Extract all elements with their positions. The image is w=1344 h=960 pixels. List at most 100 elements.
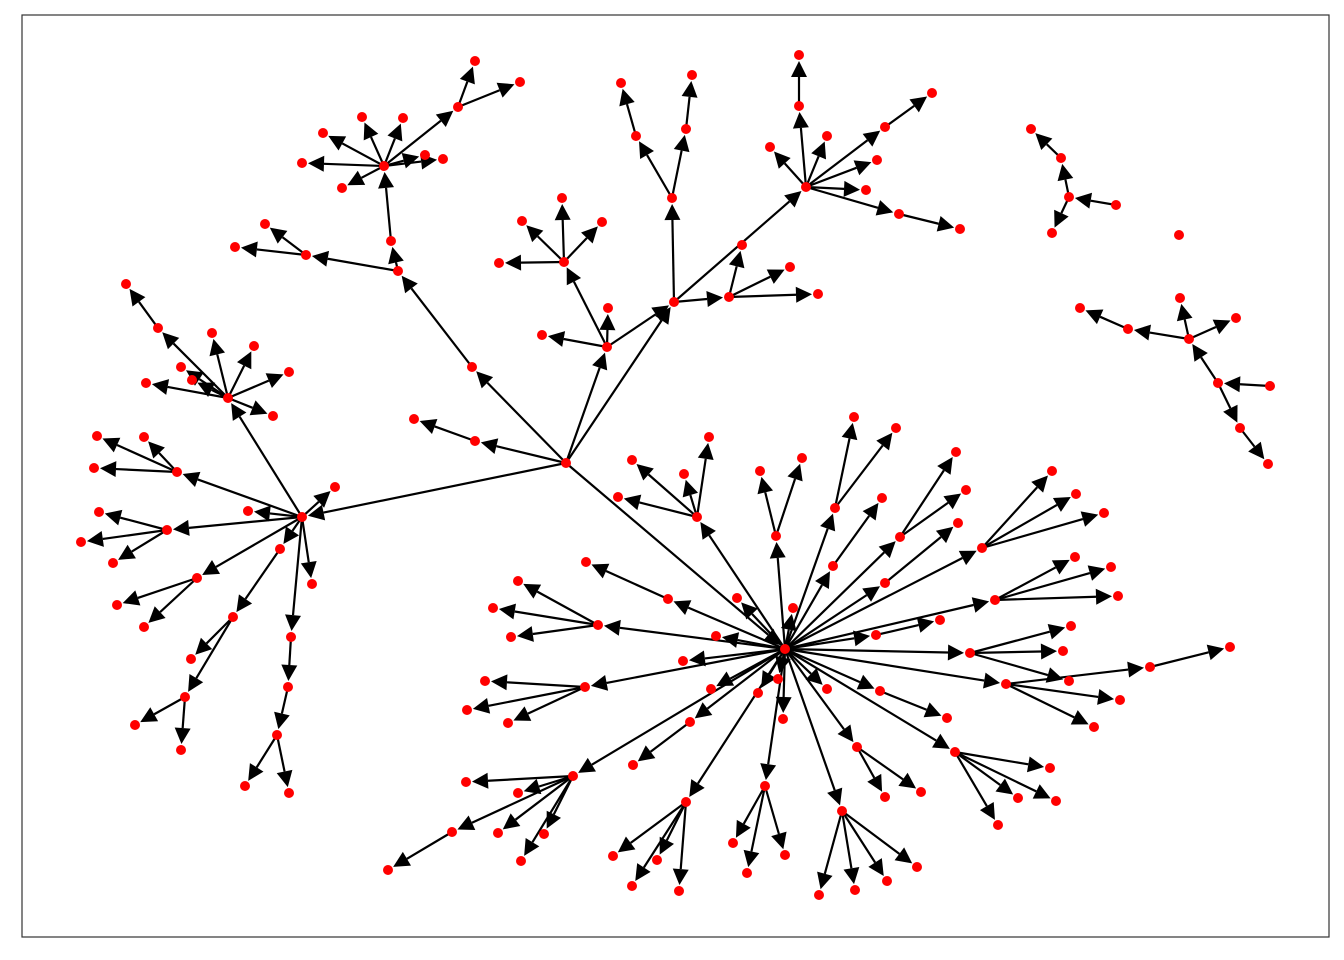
edge [159, 577, 198, 613]
graph-node [875, 686, 885, 696]
graph-node [260, 219, 270, 229]
edge [457, 89, 501, 109]
graph-node [627, 881, 637, 891]
edge [981, 518, 1084, 550]
arrowhead [249, 400, 268, 416]
edge [514, 775, 574, 821]
graph-node [1145, 662, 1155, 672]
arrowhead [182, 471, 201, 487]
edge [506, 681, 586, 689]
edge [840, 810, 853, 869]
edge [981, 486, 1039, 549]
arrowhead [837, 724, 854, 743]
edge [841, 810, 901, 855]
edge [751, 613, 786, 650]
edge [783, 162, 807, 188]
graph-node [773, 674, 783, 684]
edge [639, 501, 698, 519]
graph-node [1174, 230, 1184, 240]
edge [1239, 383, 1271, 388]
graph-node [852, 742, 862, 752]
graph-node [628, 760, 638, 770]
arrowhead [388, 246, 404, 265]
graph-node [850, 885, 860, 895]
graph-node [1099, 508, 1109, 518]
arrowhead [743, 849, 760, 868]
graph-node [801, 182, 811, 192]
graph-node [674, 886, 684, 896]
edge [520, 260, 565, 264]
graph-node [814, 890, 824, 900]
graph-node [849, 412, 859, 422]
edge [804, 155, 820, 188]
graph-node [383, 865, 393, 875]
graph-node [608, 851, 618, 861]
arrowhead [697, 442, 714, 460]
arrowhead [209, 338, 226, 357]
edge [565, 462, 769, 636]
plot-frame [21, 14, 1330, 938]
arrowhead [766, 269, 785, 284]
edge [115, 467, 178, 474]
edge [784, 551, 886, 650]
edge [875, 623, 919, 637]
arrowhead [943, 493, 962, 510]
graph-node [272, 730, 282, 740]
graph-node [663, 594, 673, 604]
edge [1005, 683, 1075, 719]
graph-node [685, 717, 695, 727]
arrowhead [958, 550, 977, 566]
graph-node [780, 850, 790, 860]
arrowhead [689, 779, 705, 797]
edge [783, 648, 836, 791]
arrowhead [476, 371, 494, 389]
arrowhead [700, 521, 716, 540]
edge [729, 648, 786, 680]
arrowhead [843, 866, 860, 885]
arrowhead [231, 403, 247, 421]
graph-node [955, 224, 965, 234]
edge [563, 337, 608, 349]
graph-node [357, 112, 367, 122]
graph-node [755, 466, 765, 476]
edge [188, 515, 303, 529]
graph-node [1075, 303, 1085, 313]
arrowhead [1206, 644, 1225, 661]
graph-node [880, 792, 890, 802]
edge [131, 529, 168, 553]
arrowhead [1031, 475, 1048, 493]
arrowhead [393, 851, 412, 867]
edge [954, 751, 1037, 793]
edge [514, 610, 599, 627]
graph-node [732, 593, 742, 603]
edge [410, 287, 473, 368]
edge [384, 187, 393, 242]
arrowhead [1085, 309, 1104, 325]
edge [832, 515, 871, 567]
graph-node [822, 684, 832, 694]
arrowhead [983, 672, 1001, 689]
edge [784, 647, 985, 682]
arrowhead [1248, 441, 1265, 460]
arrowhead [815, 571, 830, 590]
arrowhead [516, 626, 534, 642]
edge [1149, 331, 1190, 341]
edge [679, 801, 688, 870]
edge [782, 648, 787, 698]
graph-node [141, 378, 151, 388]
edge [327, 257, 399, 273]
arrowhead [347, 170, 366, 186]
arrowhead [639, 141, 654, 160]
edge [673, 200, 791, 303]
graph-node [307, 579, 317, 589]
graph-node [283, 682, 293, 692]
graph-node [568, 771, 578, 781]
edge [805, 185, 845, 190]
edge [665, 801, 687, 841]
graph-node [223, 393, 233, 403]
arrowhead [721, 632, 740, 648]
edge [153, 696, 186, 716]
arrowhead [151, 379, 170, 395]
edge [227, 365, 246, 399]
arrowhead [459, 66, 475, 85]
